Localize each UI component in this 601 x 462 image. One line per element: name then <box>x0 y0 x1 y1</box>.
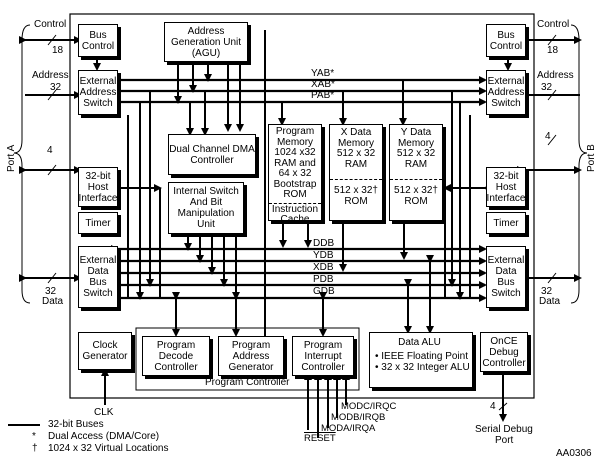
instruction-cache-label: Instruction Cache <box>269 202 321 226</box>
host-interface-right-label: 32-bit Host Interface <box>486 170 526 204</box>
x-data-memory-label: X Data Memory 512 x 32 RAM <box>336 127 376 170</box>
dma-label: Dual Channel DMA Controller <box>169 143 255 166</box>
address-right-label: Address <box>537 70 574 81</box>
program-controller-label: Program Controller <box>205 377 290 388</box>
moda-irqa-label: MODA/IRQA <box>321 423 375 434</box>
program-decode-controller: Program Decode Controller <box>142 336 210 376</box>
serial-debug-label: Serial Debug <box>475 424 533 435</box>
data-right-width: 32 <box>541 286 553 297</box>
ext-data-bus-switch-left-label: External Data Bus Switch <box>79 255 117 299</box>
data-left-label: Data <box>42 296 64 307</box>
bus-gdb-label: GDB <box>313 286 335 297</box>
clk-label: CLK <box>94 407 114 418</box>
control-left-width: 18 <box>52 45 64 56</box>
modb-irqb-label: MODB/IRQB <box>331 412 385 423</box>
ext-data-bus-switch-right-label: External Data Bus Switch <box>487 255 525 299</box>
bus-ydb-label: YDB <box>313 250 334 261</box>
dma-controller: Dual Channel DMA Controller <box>168 134 256 175</box>
ext-address-switch-left-label: External Address Switch <box>79 76 117 109</box>
bus-xab-label: XAB* <box>311 79 335 90</box>
timer-left-label: Timer <box>85 217 111 229</box>
legend-star-text: Dual Access (DMA/Core) <box>48 431 160 442</box>
data-alu: Data ALU • IEEE Floating Point • 32 x 32… <box>369 332 473 388</box>
debug-width: 4 <box>490 401 496 412</box>
control-right-label: Control <box>537 19 570 30</box>
clock-generator-label: Clock Generator <box>82 340 128 362</box>
host-left-width: 4 <box>47 145 53 156</box>
data-left-width: 32 <box>45 286 57 297</box>
ext-address-switch-right: External Address Switch <box>486 70 526 115</box>
modc-irqc-label: MODC/IRQC <box>341 401 396 412</box>
y-data-memory: Y Data Memory 512 x 32 RAM 512 x 32† ROM <box>389 124 443 221</box>
data-alu-int: • 32 x 32 Integer ALU <box>375 362 470 373</box>
bus-pdb-label: PDB <box>313 274 334 285</box>
figure-id: AA0306 <box>556 448 592 459</box>
ext-address-switch-right-label: External Address Switch <box>487 76 525 109</box>
chip-boundary <box>69 13 535 399</box>
switch-bit-manipulation-unit: Internal Switch And Bit Manipulation Uni… <box>168 182 244 234</box>
ext-data-bus-switch-left: External Data Bus Switch <box>78 246 118 308</box>
bus-control-right: Bus Control <box>486 24 526 57</box>
clock-generator: Clock Generator <box>78 332 132 370</box>
once-debug-controller: OnCE Debug Controller <box>480 332 528 372</box>
reset-label: RESET <box>304 433 336 444</box>
address-left-width: 32 <box>50 82 62 93</box>
ext-data-bus-switch-right: External Data Bus Switch <box>486 246 526 308</box>
bus-control-right-label: Bus Control <box>489 29 523 52</box>
timer-left: Timer <box>78 212 118 234</box>
data-alu-fp: • IEEE Floating Point <box>375 351 468 362</box>
host-interface-left-label: 32-bit Host Interface <box>78 170 118 204</box>
bus-control-left-label: Bus Control <box>81 29 115 52</box>
program-interrupt-controller: Program Interrupt Controller <box>292 336 354 376</box>
data-right-label: Data <box>539 296 561 307</box>
host-interface-left: 32-bit Host Interface <box>78 167 118 207</box>
bus-ddb-label: DDB <box>313 238 335 249</box>
program-memory-label: Program Memory 1024 x32 RAM and 64 x 32 … <box>273 126 317 200</box>
once-label: OnCE Debug Controller <box>482 335 526 369</box>
switch-bit-manipulation-label: Internal Switch And Bit Manipulation Uni… <box>173 186 239 230</box>
ext-address-switch-left: External Address Switch <box>78 70 118 115</box>
program-memory: Program Memory 1024 x32 RAM and 64 x 32 … <box>268 124 322 225</box>
moda-text: MODA/IRQA <box>321 423 376 434</box>
port-b-label: Port B <box>586 144 597 172</box>
timer-right-label: Timer <box>493 217 519 229</box>
host-right-width: 4 <box>545 131 551 142</box>
legend-dagger-text: 1024 x 32 Virtual Locations <box>48 443 169 454</box>
bus-pab-label: PAB* <box>311 90 335 101</box>
program-interrupt-label: Program Interrupt Controller <box>301 339 345 373</box>
bus-control-left: Bus Control <box>78 24 118 57</box>
timer-right: Timer <box>486 212 526 234</box>
agu-block: Address Generation Unit (AGU) <box>164 22 248 62</box>
data-alu-title: Data ALU <box>398 337 441 348</box>
host-interface-right: 32-bit Host Interface <box>486 167 526 207</box>
program-controller-group <box>135 327 360 391</box>
address-left-label: Address <box>32 70 69 81</box>
program-address-label: Program Address Generator <box>228 339 274 373</box>
port-a-brace <box>13 24 31 304</box>
modc-text: MODC/IRQC <box>341 401 397 412</box>
y-rom-label: 512 x 32† ROM <box>390 179 442 207</box>
modb-text: MODB/IRQB <box>331 412 386 423</box>
control-right-width: 18 <box>547 45 559 56</box>
legend-star: * <box>32 431 36 442</box>
agu-label: Address Generation Unit (AGU) <box>170 25 242 59</box>
x-data-memory: X Data Memory 512 x 32 RAM 512 x 32† ROM <box>329 124 383 221</box>
x-rom-label: 512 x 32† ROM <box>330 179 382 207</box>
control-left-label: Control <box>34 19 67 30</box>
legend-dagger: † <box>32 443 38 454</box>
y-data-memory-label: Y Data Memory 512 x 32 RAM <box>396 127 436 170</box>
serial-debug-port-label: Port <box>495 435 514 446</box>
bus-yab-label: YAB* <box>311 68 335 79</box>
program-decode-label: Program Decode Controller <box>154 339 198 373</box>
bus-xdb-label: XDB <box>313 262 334 273</box>
program-address-generator: Program Address Generator <box>218 336 284 376</box>
port-a-label: Port A <box>6 144 17 172</box>
address-right-width: 32 <box>541 82 553 93</box>
port-b-brace <box>570 24 588 304</box>
legend-bus-text: 32-bit Buses <box>48 419 104 430</box>
